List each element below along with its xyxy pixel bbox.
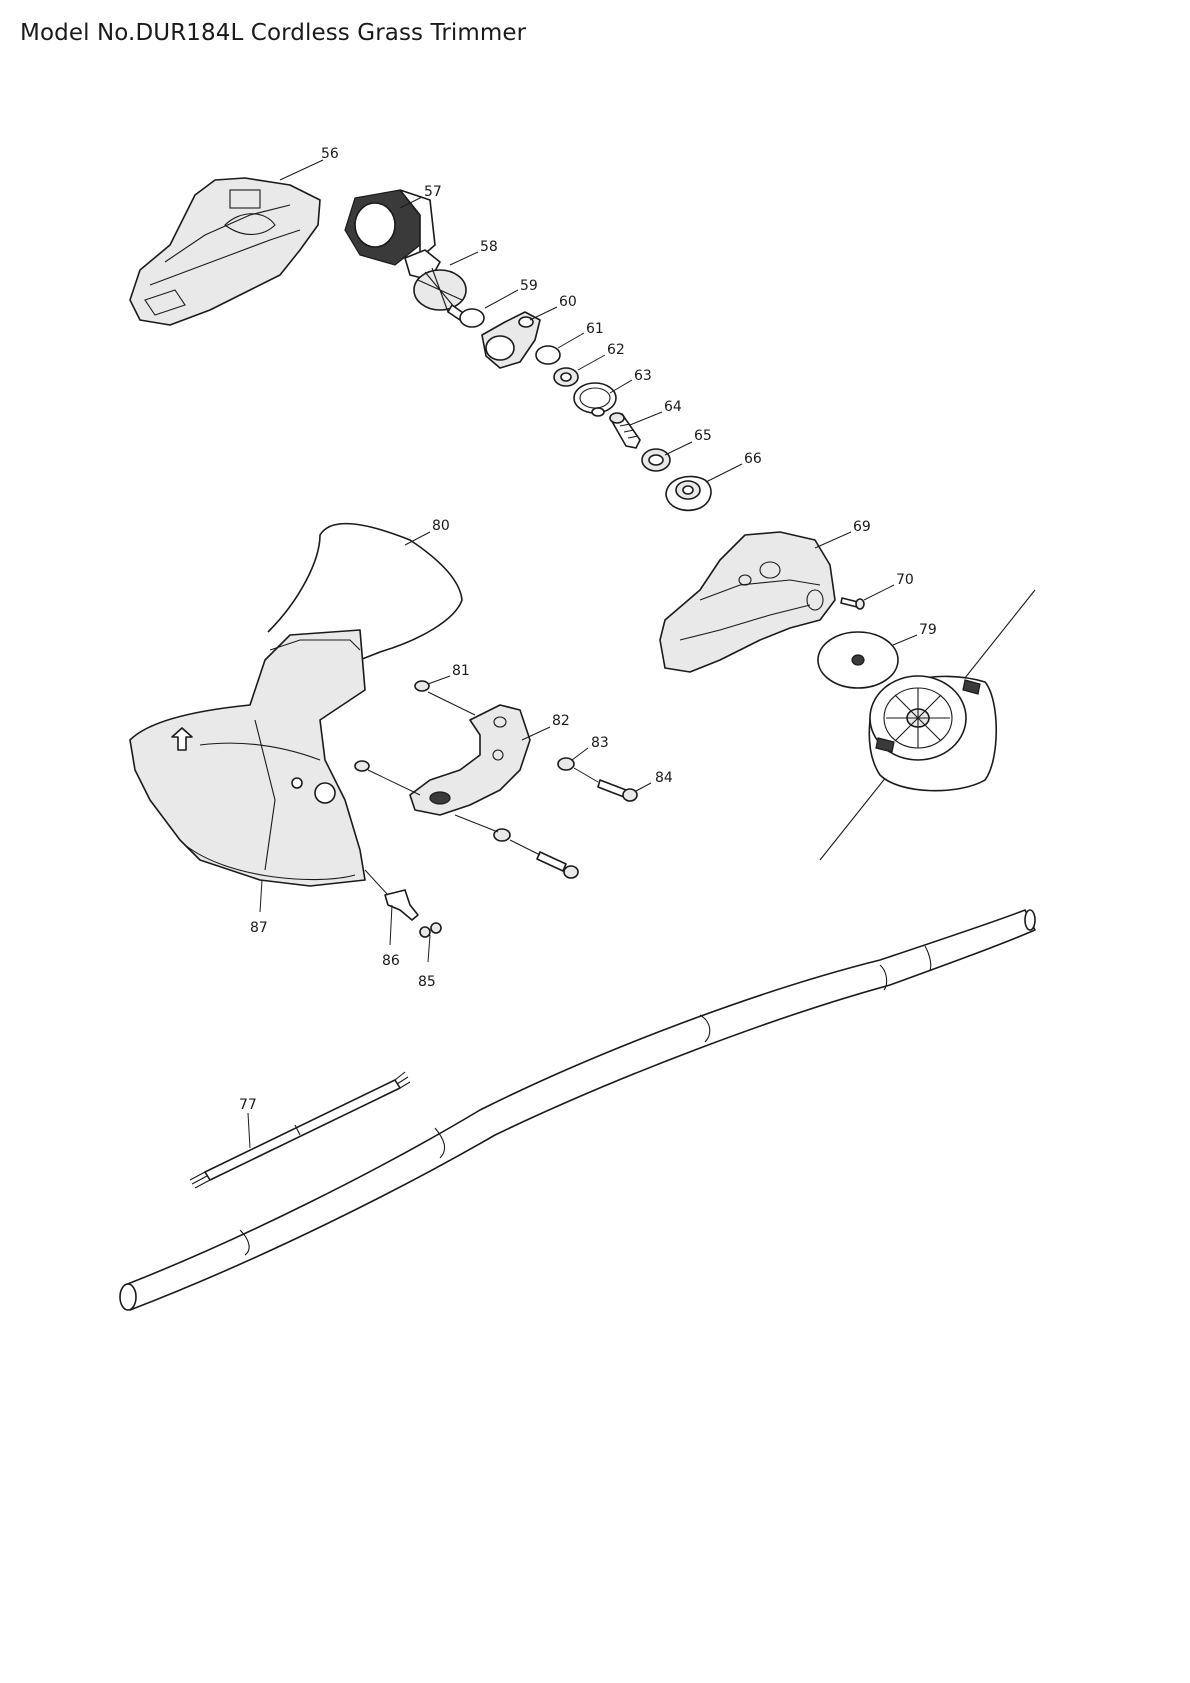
callout-87: 87 [250,920,268,936]
part-65-ball-bearing[interactable] [641,448,671,472]
part-56-motor-housing[interactable] [129,177,321,326]
part-86-line-cutter[interactable] [384,889,419,921]
callout-66: 66 [744,451,762,467]
callout-70: 70 [896,572,914,588]
callout-58: 58 [480,239,498,255]
callout-63: 63 [634,368,652,384]
part-85-screws[interactable] [419,922,442,938]
callout-57: 57 [424,184,442,200]
part-61-o-ring[interactable] [535,345,561,365]
callout-65: 65 [694,428,712,444]
part-66-bearing-cap[interactable] [665,475,712,512]
callout-69: 69 [853,519,871,535]
part-64-spindle[interactable] [609,412,641,449]
shaft-pipe[interactable] [119,909,1036,1311]
part-62-ball-bearing[interactable] [553,367,579,387]
part-87-blade-guard[interactable] [129,629,366,887]
callout-64: 64 [664,399,682,415]
part-70-screw[interactable] [840,597,865,610]
callout-77: 77 [239,1097,257,1113]
part-63-spur-gear[interactable] [573,382,617,417]
callout-79: 79 [919,622,937,638]
part-77-lead-wire[interactable] [189,1071,411,1189]
part-69-head-housing[interactable] [659,531,836,673]
callout-85: 85 [418,974,436,990]
callout-62: 62 [607,342,625,358]
part-82-guard-holder[interactable] [409,704,531,816]
callout-82: 82 [552,713,570,729]
callout-labels: 56 57 58 59 60 61 62 63 64 65 66 69 70 7… [239,146,937,1113]
callout-59: 59 [520,278,538,294]
part-84-bolt[interactable] [597,779,638,802]
part-79-protector-plate[interactable] [817,631,899,689]
trimmer-head[interactable] [819,589,1036,861]
callout-84: 84 [655,770,673,786]
callout-86: 86 [382,953,400,969]
part-81-nut[interactable] [414,680,430,692]
callout-61: 61 [586,321,604,337]
page-title: Model No.DUR184L Cordless Grass Trimmer [20,20,527,46]
part-59-o-ring[interactable] [459,308,485,328]
guard-bolt-lower[interactable] [536,851,579,879]
callout-80: 80 [432,518,450,534]
part-80-wire-guard[interactable] [267,522,463,676]
part-83-washer[interactable] [557,757,575,771]
callout-83: 83 [591,735,609,751]
callout-56: 56 [321,146,339,162]
part-58-rotor[interactable] [404,249,471,325]
callout-60: 60 [559,294,577,310]
part-60-bearing-retainer[interactable] [481,311,541,369]
leader-lines [247,159,918,1149]
callout-81: 81 [452,663,470,679]
